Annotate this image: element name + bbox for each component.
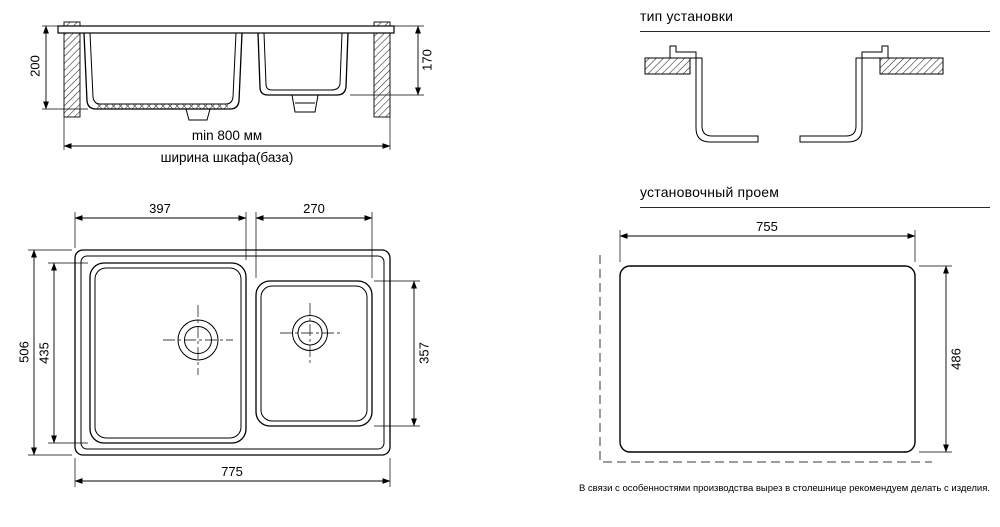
dim-bowl-left-depth: 435 [36,262,88,444]
countertop-edge-dashed [599,255,932,463]
drain-left-section [185,108,211,121]
bowl-left-bottom-hatch2 [96,104,228,109]
dim-cutout-height-label: 486 [948,348,963,370]
cutout-view: 755 486 [599,219,963,463]
dim-bowl-right-depth-label: 357 [416,342,431,364]
cutout-title: установочный проем [640,184,990,208]
bowl-left-top [89,262,247,444]
drain-right-section [291,94,319,113]
dim-bowl-left-width: 397 [74,201,247,260]
dim-depth-left-label: 200 [27,55,42,77]
dim-cutout-width-label: 755 [756,219,778,234]
side-view: 200 170 min 800 мм ширина шкафа(база) [27,21,434,165]
dim-cabinet-width-label: min 800 мм [192,128,262,143]
bowl-left-top-inner [94,267,242,439]
countertop-left [644,57,691,75]
sink-edge-profile-right [799,45,889,143]
bowl-left-inner [89,32,237,105]
bowl-left-outer [83,32,243,110]
mount-type-title: тип установки [640,8,990,32]
dim-bowl-left-width-label: 397 [149,201,171,216]
dim-bowl-right-width-label: 270 [303,201,325,216]
cutout-rect [619,265,916,453]
bowl-right-top-inner [260,285,368,422]
dim-total-width: 775 [74,458,391,487]
production-note: В связи с особенностями производства выр… [578,483,990,494]
dim-total-depth: 506 [16,249,72,456]
sink-rim-inner [80,255,385,450]
dim-total-depth-label: 506 [16,341,31,363]
mount-type-view [644,45,944,143]
dim-depth-right: 170 [350,25,434,96]
cabinet-wall-left [63,21,81,118]
sink-outline [74,249,391,456]
dim-bowl-left-depth-label: 435 [36,342,51,364]
top-view: 397 270 506 435 [16,201,431,487]
countertop-right [879,57,944,75]
dim-bowl-right-depth: 357 [374,280,431,427]
dim-total-width-label: 775 [221,464,243,479]
bowl-right-outer [257,32,349,96]
cabinet-wall-right [373,21,391,118]
dim-depth-right-label: 170 [419,49,434,71]
dim-cabinet-width: min 800 мм ширина шкафа(база) [63,117,391,165]
cabinet-width-caption: ширина шкафа(база) [161,150,294,165]
dim-depth-left: 200 [27,25,88,110]
dim-cutout-width: 755 [619,219,916,262]
bowl-right-top [255,280,373,427]
dim-bowl-right-width: 270 [255,201,373,278]
sink-rim-section [57,25,395,34]
sink-edge-profile-left [669,45,759,143]
bowl-right-inner [263,32,343,91]
dim-cutout-height: 486 [919,265,963,453]
